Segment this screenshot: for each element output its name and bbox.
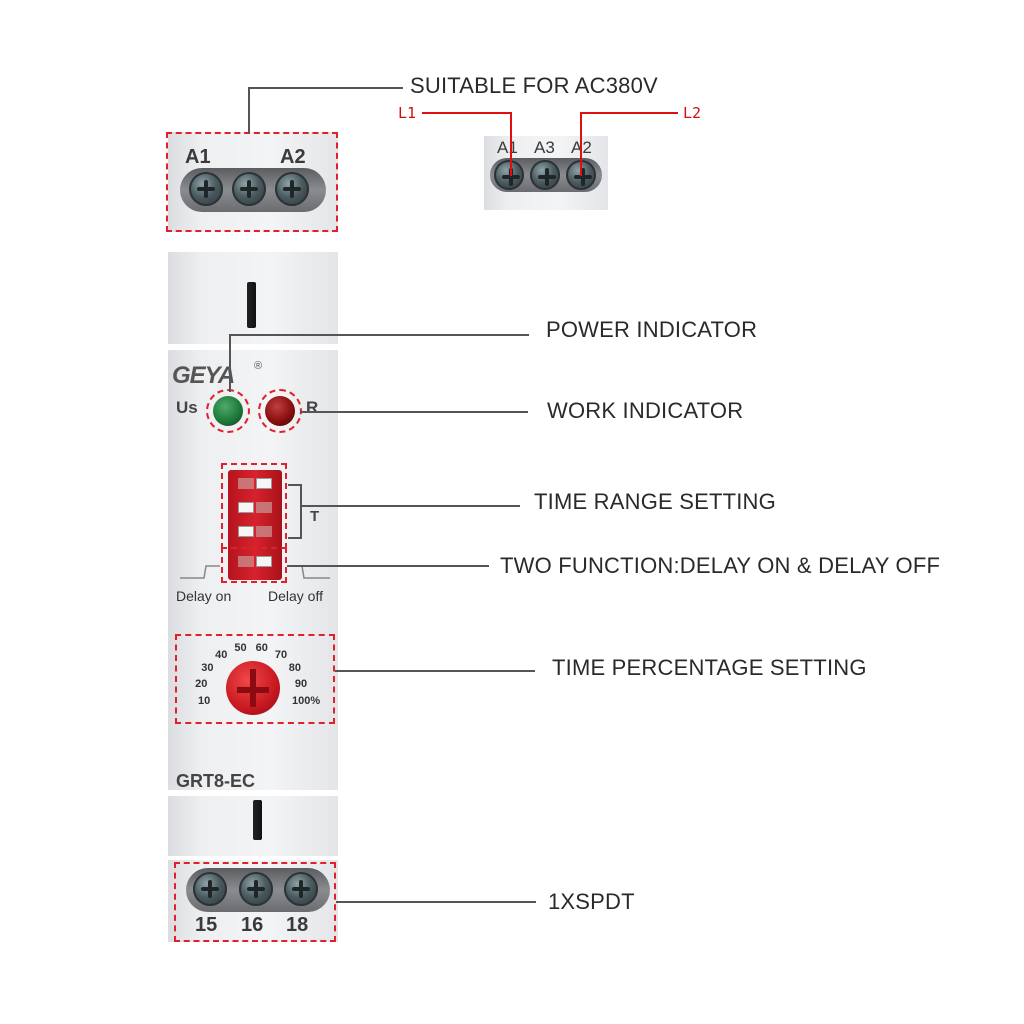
dip-slot [238,478,254,489]
t-bracket [288,484,302,486]
brand-logo: GEYA [172,362,235,389]
led-label-us: Us [176,398,198,417]
t-label: T [310,508,320,525]
dial-scale-label: 50 [234,641,247,654]
wire-l2-horizontal [580,112,678,114]
brand-registered-mark: ® [254,360,263,372]
dip-switch-toggle[interactable] [256,556,272,567]
highlight-power-led [206,389,250,433]
highlight-top-terminals [166,132,338,232]
dip-slot [256,502,272,513]
dial-scale-label: 20 [195,677,208,690]
wire-label-l2: L2 [683,104,702,122]
time-percentage-dial[interactable] [226,661,280,715]
callout-function: TWO FUNCTION:DELAY ON & DELAY OFF [500,553,941,578]
screw-icon[interactable] [275,172,309,206]
screw-icon[interactable] [193,872,227,906]
terminal-label-16: 16 [241,914,264,936]
inset-label-a1: A1 [497,138,518,157]
screw-icon [494,160,524,190]
dip-switch-toggle[interactable] [238,502,254,513]
dip-slot [256,526,272,537]
dip-switch-toggle[interactable] [256,478,272,489]
terminal-label-15: 15 [195,914,218,936]
callout-power: POWER INDICATOR [546,317,758,342]
t-bracket-vertical [300,484,302,538]
highlight-work-led [258,389,302,433]
leader-percentage [335,670,535,672]
highlight-function [221,547,287,583]
terminal-label-18: 18 [286,914,309,936]
terminal-label-a1: A1 [185,146,211,168]
dial-scale-label: 80 [288,661,302,674]
screw-icon[interactable] [284,872,318,906]
callout-time-range: TIME RANGE SETTING [534,489,776,514]
callout-contact: 1XSPDT [548,889,635,914]
upper-slot [247,282,256,328]
highlight-contacts [174,862,336,942]
callout-percentage: TIME PERCENTAGE SETTING [552,655,867,680]
delay-on-wave [180,565,220,579]
screw-icon[interactable] [239,872,273,906]
screw-icon [530,160,560,190]
leader-supply-horizontal [248,87,403,89]
dip-switch-toggle[interactable] [238,526,254,537]
dip-slot [238,556,254,567]
dial-scale-label: 10 [198,694,211,707]
leader-supply-vertical [248,87,250,133]
screw-icon[interactable] [189,172,223,206]
wire-l1-vertical [510,112,512,176]
screw-icon[interactable] [232,172,266,206]
dip-switch-housing [228,470,282,580]
delay-off-wave [292,565,330,579]
leader-time-range [302,505,520,507]
highlight-time-range [221,463,287,549]
dial-scale-label: 40 [215,648,228,661]
dial-cross-icon [237,687,269,693]
dial-scale-label: 90 [294,677,308,690]
callout-work: WORK INDICATOR [547,398,744,423]
model-label: GRT8-EC [176,771,256,791]
highlight-time-percentage [175,634,335,724]
callout-supply: SUITABLE FOR AC380V [410,73,658,98]
terminal-label-a2: A2 [280,146,306,168]
wire-l1-horizontal [422,112,512,114]
lower-slot [253,800,262,840]
leader-power-vertical [229,334,231,392]
delay-waveform-icon [180,565,330,579]
leader-work [300,411,528,413]
delay-off-label: Delay off [268,588,323,604]
leader-function [287,565,489,567]
led-label-r: R [306,398,319,417]
dial-scale-label: 70 [274,648,288,661]
delay-on-label: Delay on [176,588,232,604]
wire-label-l1: L1 [398,104,417,122]
leader-power-horizontal [229,334,529,336]
t-bracket-bottom [288,537,302,539]
dial-scale-label: 100% [291,694,321,707]
dial-scale-label: 30 [201,661,214,674]
inset-label-a3: A3 [534,138,555,157]
dial-scale-label: 60 [255,641,268,654]
wire-l2-vertical [580,112,582,176]
leader-contact [336,901,536,903]
